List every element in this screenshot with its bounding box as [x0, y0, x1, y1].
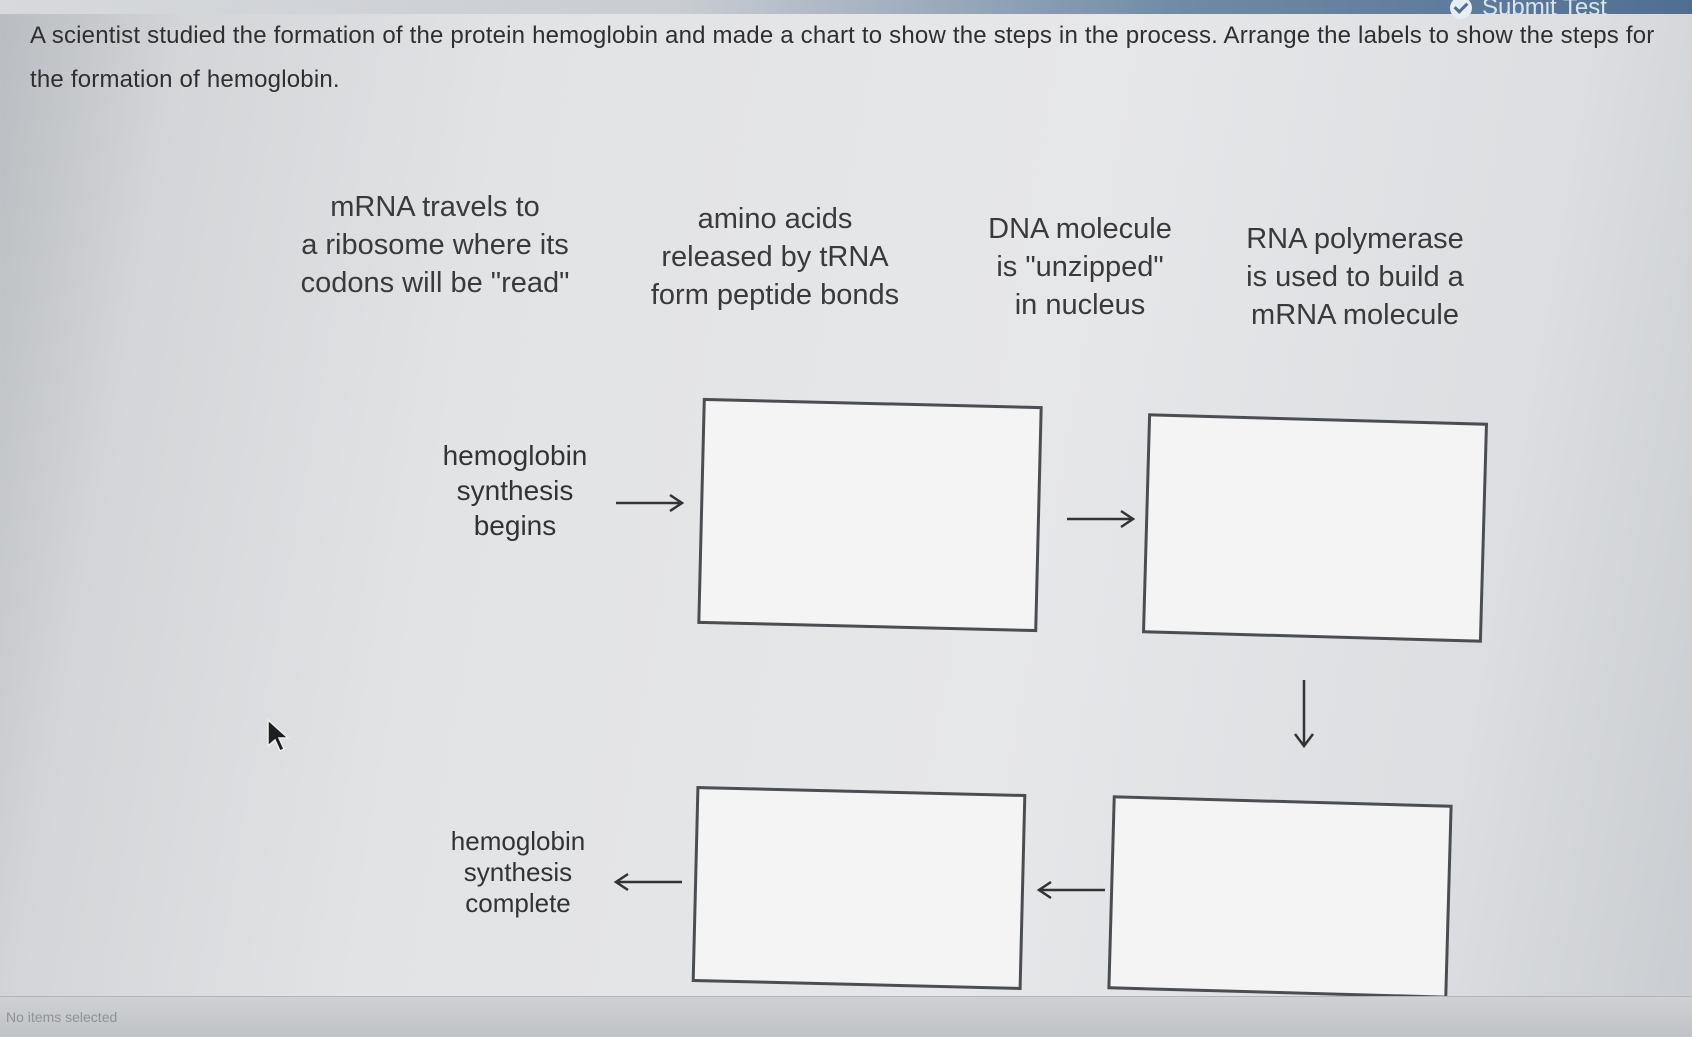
arrow-right-icon: [614, 493, 686, 513]
arrow-down-icon: [1292, 678, 1316, 750]
drop-target-step-1[interactable]: [697, 397, 1043, 633]
submit-test-button[interactable]: Submit Test: [1450, 0, 1607, 22]
end-label: hemoglobin synthesis complete: [450, 826, 586, 918]
question-text: A scientist studied the formation of the…: [30, 22, 1655, 93]
arrow-left-icon: [1035, 880, 1107, 900]
drop-target-step-4[interactable]: [691, 785, 1027, 991]
bottom-status-bar: No items selected: [0, 996, 1692, 1037]
drop-target-step-3[interactable]: [1107, 795, 1453, 999]
drop-target-step-2[interactable]: [1141, 413, 1489, 643]
draggable-label-dna-unzipped[interactable]: DNA molecule is "unzipped" in nucleus: [988, 213, 1172, 321]
status-text: No items selected: [6, 1009, 118, 1025]
draggable-label-mrna-ribosome[interactable]: mRNA travels to a ribosome where its cod…: [300, 191, 570, 299]
draggable-label-rna-polymerase[interactable]: RNA polymerase is used to build a mRNA m…: [1246, 223, 1464, 331]
arrow-right-icon: [1065, 509, 1137, 529]
draggable-label-amino-acids[interactable]: amino acids released by tRNA form peptid…: [650, 203, 900, 311]
label-bank: mRNA travels to a ribosome where its cod…: [280, 188, 1480, 338]
start-label: hemoglobin synthesis begins: [442, 440, 588, 541]
submit-test-label: Submit Test: [1482, 0, 1607, 21]
mouse-pointer-icon: [266, 718, 294, 754]
check-circle-icon: [1450, 0, 1472, 19]
top-bar: [0, 0, 1692, 14]
arrow-left-icon: [612, 872, 684, 892]
